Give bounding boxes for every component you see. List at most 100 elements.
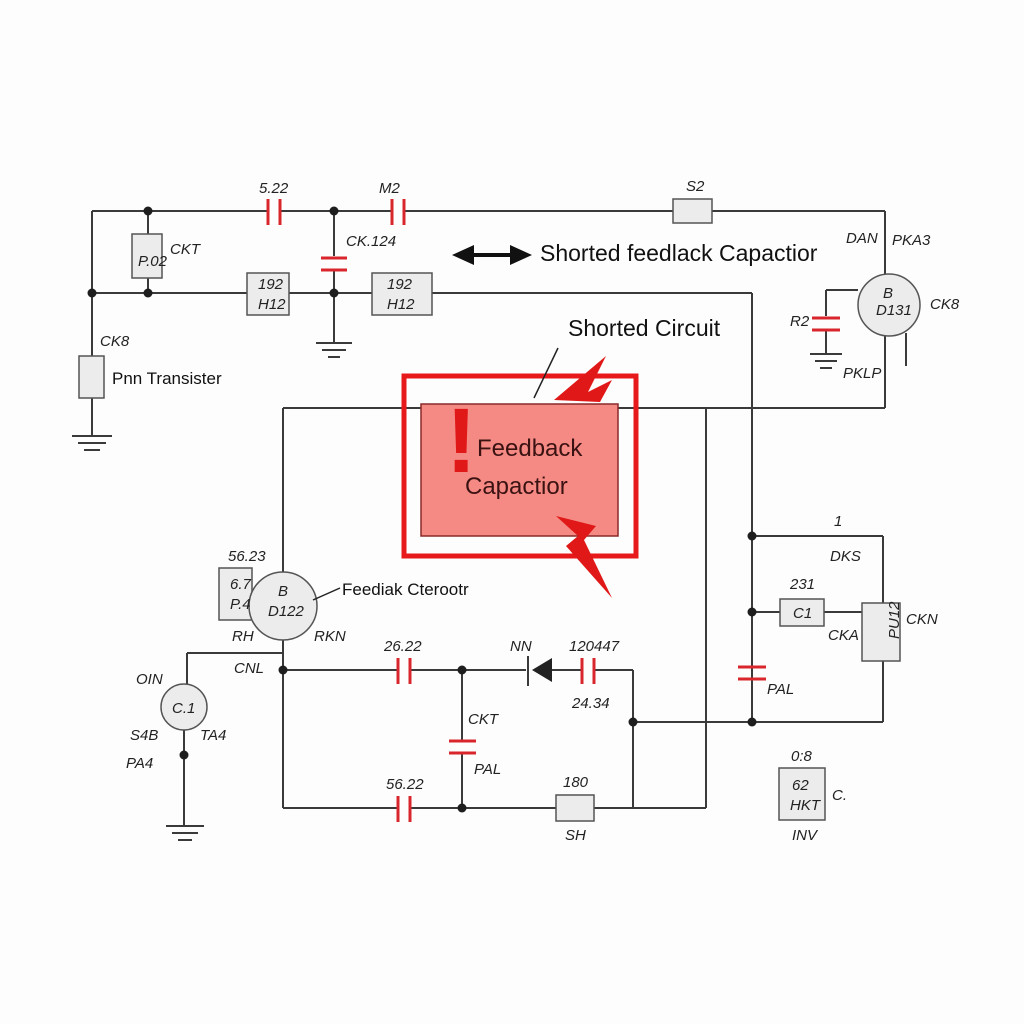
transistor-d131 <box>857 273 921 337</box>
svg-text:192: 192 <box>387 276 413 293</box>
component-labels: 5.22 M2 S2 P.02 CKT CK.124 192 H12 192 H… <box>100 178 960 844</box>
svg-text:C.1: C.1 <box>172 700 195 717</box>
svg-text:231: 231 <box>789 576 815 593</box>
ground-icon <box>166 825 204 841</box>
svg-text:NN: NN <box>510 638 532 655</box>
svg-text:192: 192 <box>258 276 284 293</box>
svg-text:RH: RH <box>232 628 254 645</box>
svg-text:INV: INV <box>792 827 819 844</box>
shorted-circuit-label: Shorted Circuit <box>568 315 721 341</box>
ground-icon <box>72 435 112 451</box>
svg-text:R2: R2 <box>790 313 810 330</box>
svg-text:H12: H12 <box>258 296 286 313</box>
capacitor-top-1 <box>266 199 282 225</box>
svg-text:HKT: HKT <box>790 797 822 814</box>
highlight-fill <box>420 403 619 537</box>
capacitor-top-2 <box>390 199 406 225</box>
box-62 <box>778 767 826 821</box>
svg-text:P.02: P.02 <box>138 253 168 270</box>
svg-text:24.34: 24.34 <box>571 695 610 712</box>
svg-text:120447: 120447 <box>569 638 620 655</box>
svg-text:CNL: CNL <box>234 660 264 677</box>
svg-text:H12: H12 <box>387 296 415 313</box>
ground-icon <box>316 342 352 358</box>
svg-text:PKA3: PKA3 <box>892 232 931 249</box>
svg-text:56.22: 56.22 <box>386 776 424 793</box>
junctions <box>87 206 757 813</box>
svg-text:PAL: PAL <box>474 761 501 778</box>
feedback-label-line1: Feedback <box>477 435 583 462</box>
feedback-label-line2: Capactior <box>465 473 568 500</box>
ground-symbols <box>72 342 842 841</box>
svg-text:RKN: RKN <box>314 628 346 645</box>
box-c1 <box>779 598 825 627</box>
resistor-top <box>672 198 713 224</box>
svg-text:CKN: CKN <box>906 611 938 628</box>
svg-text:26.22: 26.22 <box>383 638 422 655</box>
svg-text:CK8: CK8 <box>100 333 130 350</box>
svg-text:62: 62 <box>792 777 809 794</box>
arrow-right-icon <box>510 245 532 265</box>
svg-text:D131: D131 <box>876 302 912 319</box>
svg-text:6.7: 6.7 <box>230 576 252 593</box>
svg-text:P.4: P.4 <box>230 596 251 613</box>
exclamation-icon: ! <box>446 390 477 492</box>
transistor-box <box>78 355 105 399</box>
feedback-pointer-label: Feediak Cterootr <box>342 580 469 599</box>
svg-text:CKT: CKT <box>170 241 202 258</box>
shorted-feedback-label: Shorted feedlack Capactior <box>540 240 818 266</box>
svg-text:TA4: TA4 <box>200 727 226 744</box>
svg-text:CK.124: CK.124 <box>346 233 396 250</box>
svg-text:PKLP: PKLP <box>843 365 881 382</box>
top-wires <box>91 210 907 722</box>
svg-text:56.23: 56.23 <box>228 548 266 565</box>
highlight-border <box>401 373 639 559</box>
component-c1 <box>160 683 208 731</box>
capacitor-r2 <box>812 316 840 332</box>
lower-wires <box>183 407 885 826</box>
transistor-label: Pnn Transister <box>112 369 222 388</box>
svg-text:PA4: PA4 <box>126 755 153 772</box>
box-192-a <box>246 272 290 316</box>
svg-text:CKT: CKT <box>468 711 500 728</box>
capacitors <box>266 199 840 822</box>
svg-text:C.: C. <box>832 787 847 804</box>
box-67 <box>218 567 253 621</box>
svg-text:SH: SH <box>565 827 586 844</box>
svg-text:180: 180 <box>563 774 589 791</box>
svg-text:DKS: DKS <box>830 548 861 565</box>
components <box>78 198 921 822</box>
svg-text:DAN: DAN <box>846 230 878 247</box>
arrow-left-icon <box>452 245 474 265</box>
svg-text:1: 1 <box>834 513 842 530</box>
capacitor-pal <box>738 665 766 681</box>
capacitor-120447 <box>580 658 596 684</box>
resistor-p02 <box>131 233 163 279</box>
capacitor-ckt <box>449 739 476 755</box>
capacitor-ck124 <box>321 256 347 272</box>
svg-text:CK8: CK8 <box>930 296 960 313</box>
feedback-highlight: ! Feedback Capactior <box>401 356 639 598</box>
svg-text:B: B <box>883 285 893 302</box>
svg-text:S2: S2 <box>686 178 705 195</box>
ground-icon <box>810 353 842 369</box>
lightning-bolt-icon <box>554 356 612 402</box>
capacitor-2622 <box>396 658 412 684</box>
svg-text:PAL: PAL <box>767 681 794 698</box>
box-192-b <box>371 272 433 316</box>
ic-pu12 <box>861 602 901 662</box>
annotation-pointers <box>312 245 559 601</box>
svg-text:M2: M2 <box>379 180 400 197</box>
svg-text:C1: C1 <box>793 605 812 622</box>
svg-text:OIN: OIN <box>136 671 163 688</box>
svg-text:B: B <box>278 583 288 600</box>
resistor-180 <box>555 794 595 822</box>
svg-text:D122: D122 <box>268 603 305 620</box>
svg-text:S4B: S4B <box>130 727 158 744</box>
svg-text:0:8: 0:8 <box>791 748 813 765</box>
svg-text:CKA: CKA <box>828 627 859 644</box>
transistor-d122 <box>248 571 318 641</box>
svg-text:PU12: PU12 <box>886 601 903 639</box>
capacitor-5622 <box>396 796 412 822</box>
